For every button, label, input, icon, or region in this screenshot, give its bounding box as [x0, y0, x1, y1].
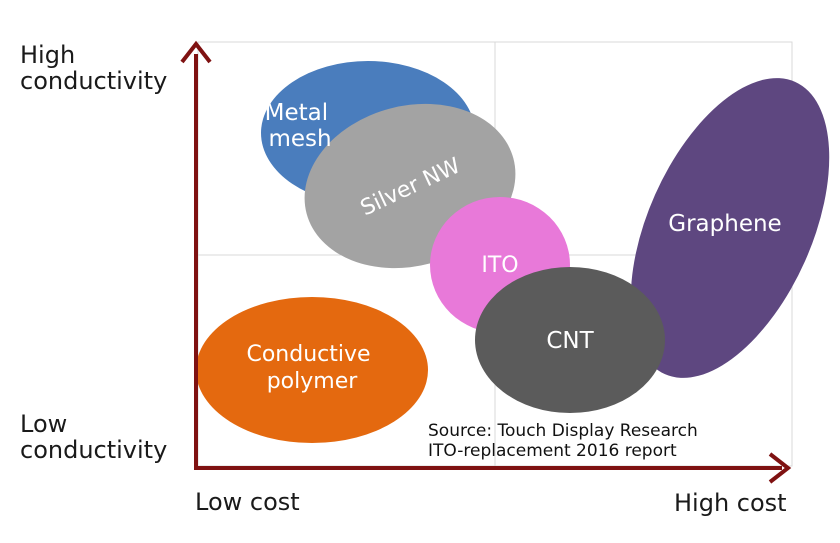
metal-mesh-label: Metal mesh — [265, 100, 336, 152]
cnt-label: CNT — [546, 328, 594, 354]
conductive-polymer-region — [196, 297, 428, 443]
source-line-2: ITO-replacement 2016 report — [428, 441, 677, 461]
graphene-label: Graphene — [668, 211, 781, 237]
axes — [180, 40, 792, 484]
cnt-region — [475, 267, 665, 413]
conductive-polymer-label: Conductive polymer — [246, 342, 377, 394]
x-axis-high-label: High cost — [674, 489, 787, 517]
x-axis-arrowhead — [768, 452, 792, 484]
y-axis-low-label: Low conductivity — [20, 410, 168, 464]
graphene-region — [630, 78, 830, 378]
y-axis-high-label: High conductivity — [20, 41, 168, 95]
x-axis-low-label: Low cost — [195, 488, 300, 516]
source-note: Source: Touch Display Research ITO-repla… — [428, 421, 698, 461]
y-axis-arrowhead — [180, 40, 212, 64]
ito-label: ITO — [481, 253, 518, 278]
source-line-1: Source: Touch Display Research — [428, 421, 698, 441]
